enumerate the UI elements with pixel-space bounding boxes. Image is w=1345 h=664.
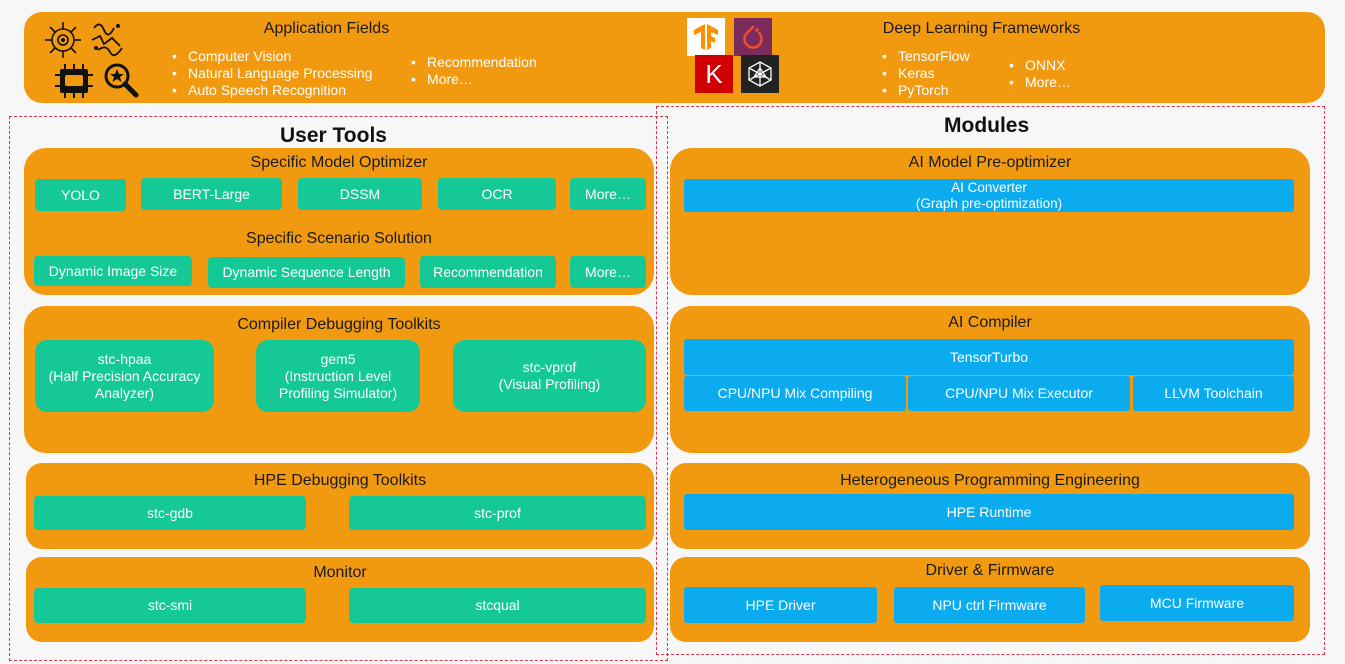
dl-frameworks-list-2: ONNX More… bbox=[1007, 57, 1071, 91]
hpe-title: Heterogeneous Programming Engineering bbox=[840, 472, 1140, 489]
keras-logo: K bbox=[695, 55, 733, 93]
dl-framework-item: ONNX bbox=[1007, 57, 1071, 74]
scenario-more: More… bbox=[570, 256, 646, 288]
ai-compiler-title: AI Compiler bbox=[948, 314, 1032, 331]
hpe-runtime: HPE Runtime bbox=[684, 494, 1294, 530]
tool-stc-smi: stc-smi bbox=[34, 588, 306, 623]
mcu-firmware: MCU Firmware bbox=[1100, 585, 1294, 621]
monitor-title: Monitor bbox=[313, 564, 367, 581]
onnx-logo bbox=[741, 55, 779, 93]
model-ocr: OCR bbox=[438, 178, 556, 210]
keras-letter: K bbox=[705, 58, 723, 89]
tool-stc-hpaa: stc-hpaa (Half Precision Accuracy Analyz… bbox=[35, 340, 214, 412]
cpu-npu-mix-compiling: CPU/NPU Mix Compiling bbox=[684, 376, 906, 411]
neural-eye-icon bbox=[45, 22, 81, 58]
hpe-driver: HPE Driver bbox=[684, 587, 877, 623]
user-tools-border bbox=[9, 116, 668, 661]
application-field-item: Recommendation bbox=[409, 54, 537, 71]
top-banner: Application Fields Computer Vision Natur… bbox=[24, 12, 1325, 103]
tool-stc-prof: stc-prof bbox=[349, 496, 646, 530]
model-dssm: DSSM bbox=[298, 178, 422, 210]
tool-stc-vprof: stc-vprof (Visual Profiling) bbox=[453, 340, 646, 412]
model-optimizer-title: Specific Model Optimizer bbox=[250, 154, 428, 171]
application-field-item: Natural Language Processing bbox=[170, 65, 372, 82]
tool-stcqual: stcqual bbox=[349, 588, 646, 623]
scenario-recommendation: Recommendation bbox=[420, 256, 556, 288]
application-field-item: Computer Vision bbox=[170, 48, 372, 65]
magnifier-star-icon bbox=[104, 63, 139, 98]
tensorturbo: TensorTurbo bbox=[684, 339, 1294, 375]
scenario-solution-title: Specific Scenario Solution bbox=[246, 230, 432, 247]
scenario-dynamic-sequence-length: Dynamic Sequence Length bbox=[208, 257, 405, 288]
tool-stc-gdb: stc-gdb bbox=[34, 496, 306, 530]
pre-optimizer-panel: AI Model Pre-optimizer bbox=[670, 148, 1310, 295]
tensorflow-logo bbox=[687, 18, 725, 56]
application-fields-list-2: Recommendation More… bbox=[409, 54, 537, 88]
dl-framework-item: Keras bbox=[880, 65, 970, 82]
application-fields-list-1: Computer Vision Natural Language Process… bbox=[170, 48, 372, 99]
hpe-debugging-title: HPE Debugging Toolkits bbox=[253, 472, 427, 489]
ai-converter: AI Converter (Graph pre-optimization) bbox=[684, 179, 1294, 212]
model-yolo: YOLO bbox=[35, 179, 126, 211]
model-bert-large: BERT-Large bbox=[141, 178, 282, 210]
speech-chip-icon bbox=[55, 64, 93, 98]
application-field-item: Auto Speech Recognition bbox=[170, 82, 372, 99]
scenario-dynamic-image-size: Dynamic Image Size bbox=[34, 256, 192, 286]
compiler-debugging-title: Compiler Debugging Toolkits bbox=[237, 316, 441, 333]
circuit-scribble-icon bbox=[91, 23, 123, 57]
tool-gem5: gem5 (Instruction Level Profiling Simula… bbox=[256, 340, 420, 412]
application-field-item: More… bbox=[409, 71, 537, 88]
application-fields-title: Application Fields bbox=[263, 20, 390, 37]
dl-frameworks-list-1: TensorFlow Keras PyTorch bbox=[880, 48, 970, 99]
pytorch-logo bbox=[734, 18, 772, 56]
model-more: More… bbox=[570, 178, 646, 210]
dl-framework-item: PyTorch bbox=[880, 82, 970, 99]
driver-firmware-title: Driver & Firmware bbox=[925, 562, 1055, 579]
cpu-npu-mix-executor: CPU/NPU Mix Executor bbox=[908, 376, 1130, 411]
modules-border bbox=[656, 106, 1325, 655]
user-tools-title: User Tools bbox=[280, 124, 387, 147]
pre-optimizer-title: AI Model Pre-optimizer bbox=[908, 154, 1072, 171]
dl-framework-item: TensorFlow bbox=[880, 48, 970, 65]
llvm-toolchain: LLVM Toolchain bbox=[1133, 376, 1294, 411]
modules-title: Modules bbox=[944, 114, 1030, 137]
dl-frameworks-title: Deep Learning Frameworks bbox=[882, 20, 1081, 37]
npu-ctrl-firmware: NPU ctrl Firmware bbox=[894, 587, 1085, 623]
dl-framework-item: More… bbox=[1007, 74, 1071, 91]
